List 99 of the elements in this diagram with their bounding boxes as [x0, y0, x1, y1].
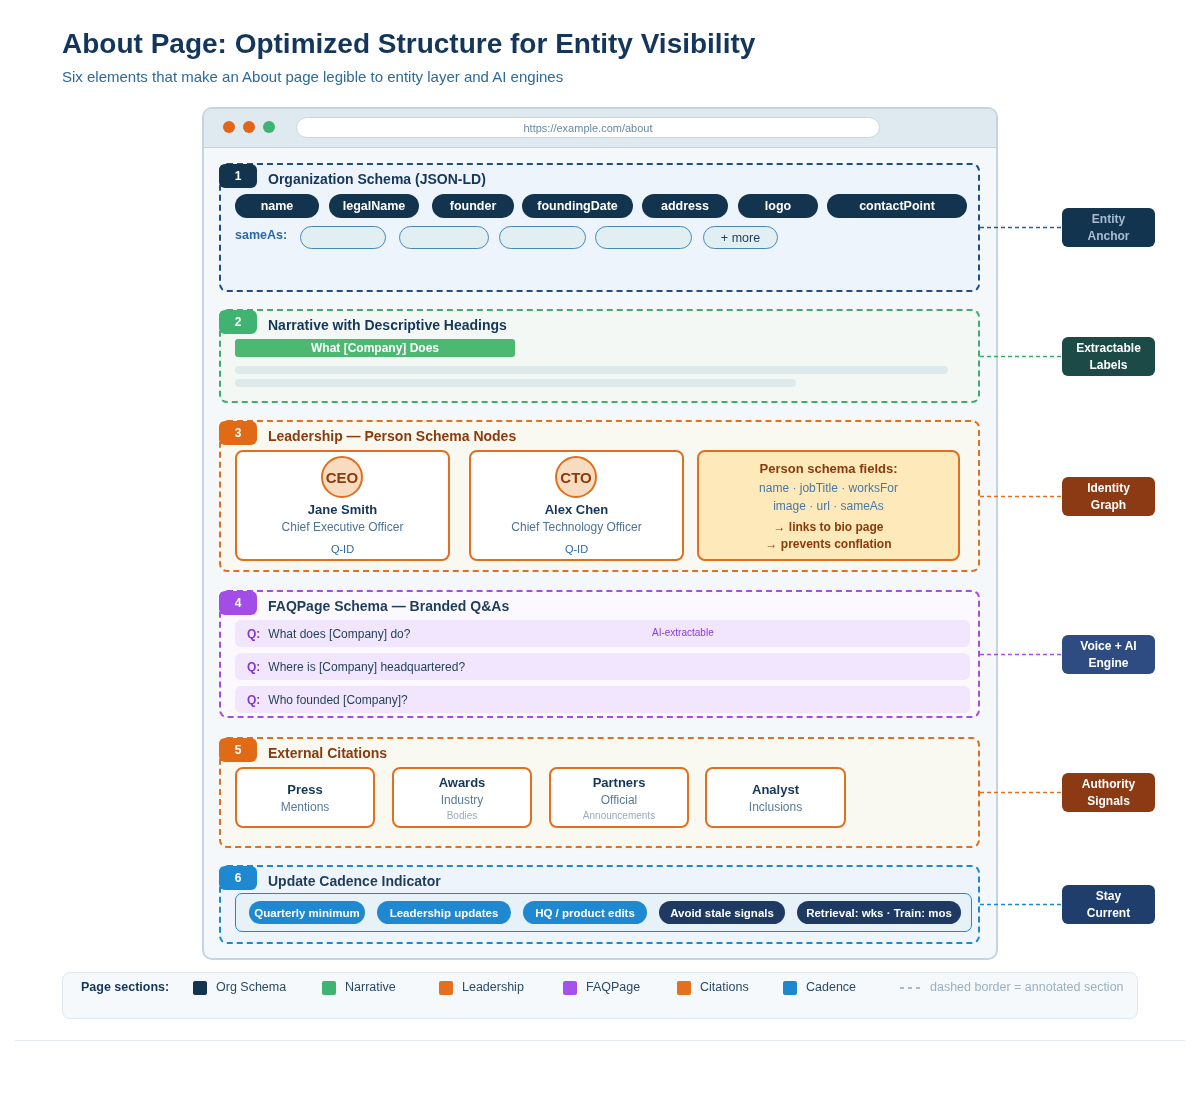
cadence-tag: HQ / product edits	[523, 901, 647, 924]
legend-label: Leadership	[462, 980, 524, 994]
legend-label: Org Schema	[216, 980, 287, 994]
property-tag: logo	[738, 194, 818, 218]
cadence-track	[235, 893, 972, 932]
section-number-tab: 6	[219, 866, 257, 890]
role-avatar: CTO	[555, 456, 597, 498]
profile-link-tag	[399, 226, 489, 249]
cadence-tag: Leadership updates	[377, 901, 511, 924]
question-text: Who founded [Company]?	[268, 692, 408, 707]
cadence-tag: Avoid stale signals	[659, 901, 785, 924]
leader-line	[979, 495, 1063, 498]
role-avatar: CEO	[321, 456, 363, 498]
property-tag: foundingDate	[522, 194, 633, 218]
page-title: About Page: Optimized Structure for Entity Visibility	[62, 28, 756, 60]
job-title: Chief Technology Officer	[511, 520, 642, 534]
card-title: Press	[287, 781, 323, 797]
card-detail: Announcements	[582, 809, 656, 821]
card-subtitle: Inclusions	[748, 799, 803, 814]
citation-card	[549, 767, 689, 828]
section-number-tab: 3	[219, 421, 257, 445]
field-label: sameAs:	[235, 228, 288, 242]
section-panel	[219, 865, 980, 944]
annotation-tag: Entity Anchor	[1062, 208, 1155, 247]
legend-label: FAQPage	[586, 980, 641, 994]
note-line: → links to bio page	[773, 519, 884, 534]
legend-label: dashed border = annotated section	[930, 980, 1124, 994]
leader-line	[979, 653, 1063, 656]
card-heading: Person schema fields:	[759, 460, 898, 476]
leader-line	[979, 355, 1063, 358]
section-number-tab: 1	[219, 164, 257, 188]
annotation-tag: Voice + AI Engine	[1062, 635, 1155, 674]
question-marker: Q:	[247, 659, 261, 674]
card-subtitle: Mentions	[280, 799, 330, 814]
section-heading: Leadership — Person Schema Nodes	[268, 428, 517, 444]
section-heading: Update Cadence Indicator	[268, 873, 441, 889]
section-heading: FAQPage Schema — Branded Q&As	[268, 598, 510, 614]
property-tag: founder	[432, 194, 514, 218]
section-heading: External Citations	[268, 745, 388, 761]
section-panel	[219, 309, 980, 403]
job-title: Chief Executive Officer	[281, 520, 404, 534]
annotation-tag: Extractable Labels	[1062, 337, 1155, 376]
section-heading: Narrative with Descriptive Headings	[268, 317, 507, 333]
field-list: name · jobTitle · worksFor	[759, 480, 898, 495]
property-tag: contactPoint	[827, 194, 967, 218]
browser-window	[202, 107, 998, 960]
cadence-tag: Retrieval: wks · Train: mos	[797, 901, 961, 924]
address-bar: https://example.com/about	[296, 117, 880, 138]
card-subtitle: Official	[600, 792, 638, 807]
heading-bar: What [Company] Does	[235, 339, 515, 357]
note-line: → prevents conflation	[765, 536, 892, 551]
legend-heading: Page sections:	[81, 980, 170, 994]
leader-line	[979, 903, 1063, 906]
section-number-tab: 4	[219, 591, 257, 615]
leader-line	[979, 791, 1063, 794]
annotation-tag: Identity Graph	[1062, 477, 1155, 516]
card-subtitle: Industry	[440, 792, 484, 807]
section-panel	[219, 420, 980, 572]
legend-label: Citations	[700, 980, 749, 994]
section-number-tab: 5	[219, 738, 257, 762]
property-tag: legalName	[329, 194, 419, 218]
citation-card	[392, 767, 532, 828]
card-title: Awards	[438, 774, 486, 790]
question-marker: Q:	[247, 692, 261, 707]
profile-link-tag: + more	[703, 226, 778, 249]
section-number-tab: 2	[219, 310, 257, 334]
schema-fields-card	[697, 450, 960, 561]
legend-label: Cadence	[806, 980, 857, 994]
legend-label: Narrative	[345, 980, 396, 994]
person-name: Alex Chen	[544, 502, 609, 517]
card-title: Partners	[592, 774, 646, 790]
section-panel	[219, 163, 980, 292]
citation-card	[705, 767, 846, 828]
cadence-tag: Quarterly minimum	[249, 901, 365, 924]
leader-line	[979, 226, 1063, 229]
profile-id: Q-ID	[564, 543, 589, 555]
card-title: Analyst	[752, 781, 799, 797]
section-panel	[219, 737, 980, 848]
profile-link-tag	[595, 226, 692, 249]
section-heading: Organization Schema (JSON-LD)	[268, 171, 486, 187]
annotation-tag: Authority Signals	[1062, 773, 1155, 812]
profile-link-tag	[499, 226, 586, 249]
question-text: Where is [Company] headquartered?	[268, 659, 466, 674]
card-detail: Bodies	[446, 809, 478, 821]
person-card	[235, 450, 450, 561]
field-list: image · url · sameAs	[773, 498, 884, 513]
question-marker: Q:	[247, 626, 261, 641]
section-panel	[219, 590, 980, 718]
extractable-note: AI-extractable	[652, 627, 714, 638]
subtitle: Six elements that make an About page legible to entity layer and AI engines	[62, 68, 564, 85]
profile-link-tag	[300, 226, 386, 249]
property-tag: address	[642, 194, 728, 218]
annotation-tag: Stay Current	[1062, 885, 1155, 924]
person-card	[469, 450, 684, 561]
question-text: What does [Company] do?	[268, 626, 411, 641]
person-name: Jane Smith	[307, 502, 378, 517]
profile-id: Q-ID	[330, 543, 355, 555]
citation-card	[235, 767, 375, 828]
property-tag: name	[235, 194, 319, 218]
